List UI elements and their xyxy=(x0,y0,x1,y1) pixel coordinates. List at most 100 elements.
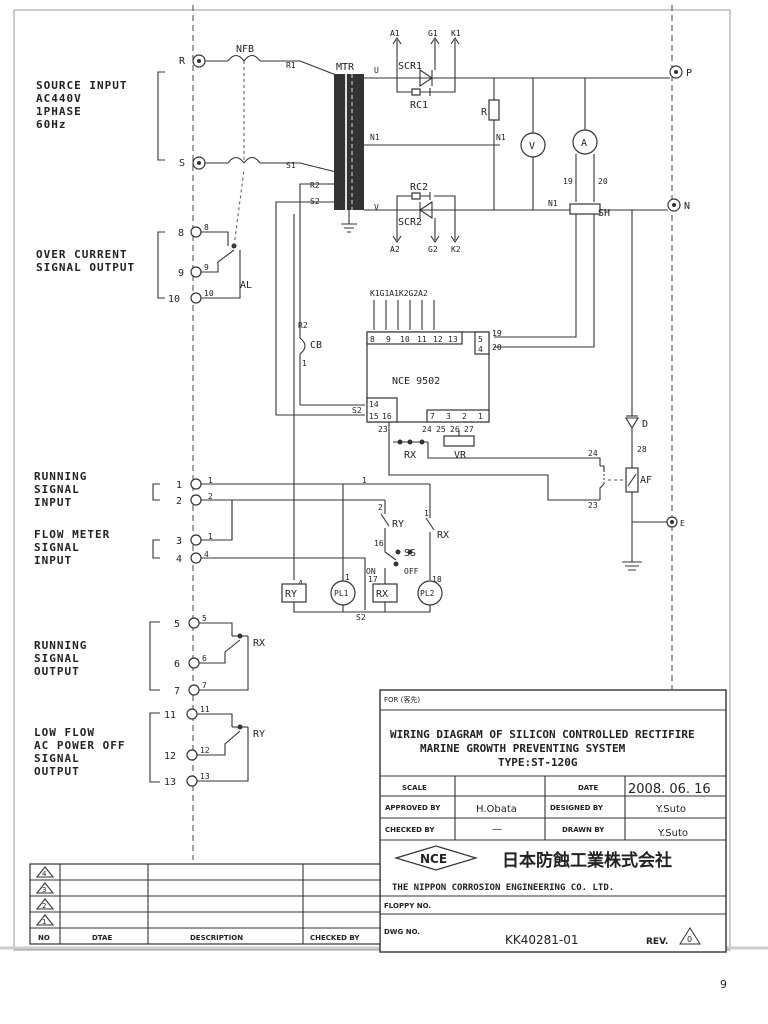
svg-text:2: 2 xyxy=(462,412,467,421)
wire-s2 xyxy=(275,201,365,416)
voltmeter: V xyxy=(520,78,546,210)
wire-label-25: 25 xyxy=(436,425,446,434)
flow-meter-bracket xyxy=(152,539,160,559)
terminal-9: 9 xyxy=(178,266,202,279)
svg-text:SIGNAL: SIGNAL xyxy=(34,541,80,554)
svg-text:RUNNING: RUNNING xyxy=(34,639,87,652)
wire-label-1-top: 1 xyxy=(362,476,367,485)
rx-coil-ic: RX xyxy=(393,439,428,461)
svg-text:RY: RY xyxy=(285,589,297,600)
svg-text:OUTPUT: OUTPUT xyxy=(34,665,80,678)
page-border xyxy=(13,9,731,951)
wire-label-r2: R2 xyxy=(310,181,320,190)
svg-text:R2: R2 xyxy=(298,321,308,330)
svg-text:3: 3 xyxy=(42,886,46,894)
svg-text:RC1: RC1 xyxy=(410,100,428,111)
svg-text:SIGNAL: SIGNAL xyxy=(34,483,80,496)
wire-label-24: 24 xyxy=(422,425,432,434)
svg-text:4: 4 xyxy=(42,870,47,878)
svg-text:E: E xyxy=(680,519,685,528)
svg-text:RC2: RC2 xyxy=(410,182,428,193)
svg-text:8: 8 xyxy=(370,335,375,344)
svg-text:AL: AL xyxy=(240,280,252,291)
wire-label-27: 27 xyxy=(464,425,474,434)
wire-19 xyxy=(494,214,577,338)
svg-text:SS: SS xyxy=(404,548,416,559)
svg-text:9: 9 xyxy=(204,263,209,272)
wire-3 xyxy=(201,500,233,541)
variable-resistor-vr: VR xyxy=(443,430,475,461)
svg-text:2: 2 xyxy=(378,503,383,512)
resistor-r: R xyxy=(481,78,500,145)
svg-text:S: S xyxy=(179,158,185,169)
svg-text:RY: RY xyxy=(392,519,404,530)
svg-text:RX: RX xyxy=(437,530,449,541)
svg-text:11: 11 xyxy=(417,335,427,344)
svg-text:SIGNAL: SIGNAL xyxy=(34,752,80,765)
svg-text:V: V xyxy=(529,141,535,152)
svg-text:SCR2: SCR2 xyxy=(398,217,422,228)
page-number: 9 xyxy=(720,978,727,991)
svg-text:N: N xyxy=(684,201,690,212)
wire-label-n1-c: N1 xyxy=(548,199,558,208)
title-line-3: TYPE:ST-120G xyxy=(498,756,578,769)
wire-label-s1: S1 xyxy=(286,161,296,170)
rx-coil: RX xyxy=(372,583,398,603)
terminal-13: 13 xyxy=(164,775,198,788)
over-current-bracket xyxy=(157,231,165,299)
revision-table: 4 3 2 1 NO DTAE DESCRIPTION CHECKED BY xyxy=(29,863,381,945)
svg-text:4: 4 xyxy=(478,345,483,354)
svg-text:6: 6 xyxy=(202,654,207,663)
svg-text:16: 16 xyxy=(382,412,392,421)
wire-4 xyxy=(201,557,366,610)
svg-text:9: 9 xyxy=(386,335,391,344)
terminal-11: 11 xyxy=(164,708,198,721)
svg-text:12: 12 xyxy=(433,335,443,344)
svg-text:P: P xyxy=(686,68,692,79)
svg-text:11: 11 xyxy=(164,710,176,721)
svg-text:AC440V: AC440V xyxy=(36,92,82,105)
svg-text:NFB: NFB xyxy=(236,44,254,55)
svg-text:6: 6 xyxy=(174,659,180,670)
rx-output-contacts: 5 6 7 RX xyxy=(199,614,265,691)
drawn-value: Y.Suto xyxy=(657,828,688,839)
wire-23 xyxy=(388,422,600,501)
svg-text:5: 5 xyxy=(478,335,483,344)
designed-label: DESIGNED BY xyxy=(550,804,604,812)
svg-text:14: 14 xyxy=(369,400,379,409)
svg-text:SIGNAL OUTPUT: SIGNAL OUTPUT xyxy=(36,261,135,274)
svg-text:RX: RX xyxy=(404,450,416,461)
svg-text:2: 2 xyxy=(42,902,46,910)
wire-af-e xyxy=(631,492,667,523)
svg-text:INPUT: INPUT xyxy=(34,554,72,567)
checked-label: CHECKED BY xyxy=(385,826,435,834)
svg-text:ON: ON xyxy=(366,567,376,576)
terminal-8: 8 xyxy=(178,226,202,239)
svg-text:K2: K2 xyxy=(451,245,461,254)
wire-label-23-b: 23 xyxy=(588,501,598,510)
scr1-thyristor: SCR1 A1 G1 K1 RC1 xyxy=(390,29,461,111)
running-input-bracket xyxy=(152,483,160,501)
terminal-s: S xyxy=(179,156,206,170)
svg-text:13: 13 xyxy=(200,772,210,781)
svg-text:FLOW METER: FLOW METER xyxy=(34,528,110,541)
svg-text:OFF: OFF xyxy=(404,567,419,576)
title-line-1: WIRING DIAGRAM OF SILICON CONTROLLED REC… xyxy=(390,728,695,741)
svg-text:R: R xyxy=(481,107,488,118)
wire-label-s2-return: S2 xyxy=(356,613,366,622)
svg-text:10: 10 xyxy=(168,294,180,305)
svg-text:1: 1 xyxy=(176,480,182,491)
nfb-breaker: NFB xyxy=(205,44,300,164)
terminal-7: 7 xyxy=(174,684,200,697)
svg-text:16: 16 xyxy=(374,539,384,548)
wire-label-20-ic: 20 xyxy=(492,343,502,352)
wire-label-t2: 2 xyxy=(208,492,213,501)
wire-r1 xyxy=(299,60,337,76)
company-name-en: THE NIPPON CORROSION ENGINEERING CO. LTD… xyxy=(392,883,614,893)
svg-text:1PHASE: 1PHASE xyxy=(36,105,82,118)
breaker-cb: R2 CB 1 xyxy=(298,321,322,405)
svg-text:9: 9 xyxy=(178,268,184,279)
wire-label-18: 18 xyxy=(432,575,442,584)
